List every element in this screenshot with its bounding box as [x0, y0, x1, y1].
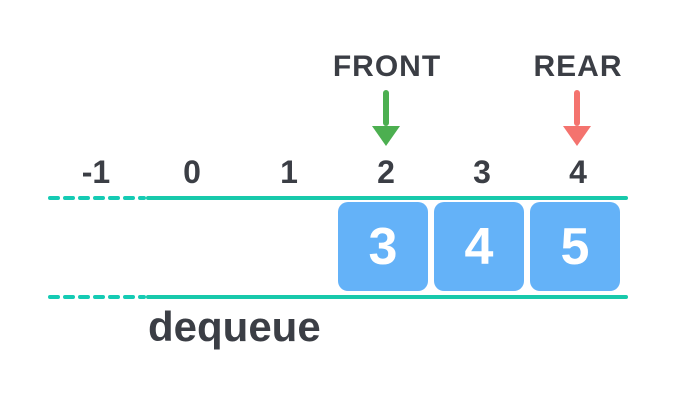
index-label-1: 1 — [280, 154, 298, 190]
rear-arrow-stem — [574, 90, 580, 126]
queue-cell-index2: 3 — [338, 202, 428, 291]
index-label-3: 3 — [473, 154, 491, 190]
queue-cell-index3: 4 — [434, 202, 524, 291]
rear-pointer-label: REAR — [533, 50, 623, 83]
cell-value: 3 — [368, 217, 398, 276]
rear-arrow-head — [563, 126, 591, 146]
cell-value: 5 — [560, 217, 590, 276]
front-pointer-label: FRONT — [332, 50, 442, 83]
index-label-0: 0 — [183, 154, 201, 190]
track-line-top — [146, 196, 628, 200]
index-label-4: 4 — [569, 154, 587, 190]
front-arrow-stem — [383, 90, 389, 126]
front-arrow-head — [372, 126, 400, 146]
operation-label: dequeue — [148, 303, 321, 350]
index-label-neg1: -1 — [81, 154, 111, 190]
track-dashed-line-bottom — [48, 295, 146, 299]
track-dashed-line-top — [48, 196, 146, 200]
queue-cell-index4: 5 — [530, 202, 620, 291]
track-line-bottom — [146, 295, 628, 299]
rear-arrow-icon — [563, 90, 591, 146]
cell-value: 4 — [464, 217, 494, 276]
front-arrow-icon — [372, 90, 400, 146]
index-label-2: 2 — [377, 154, 395, 190]
